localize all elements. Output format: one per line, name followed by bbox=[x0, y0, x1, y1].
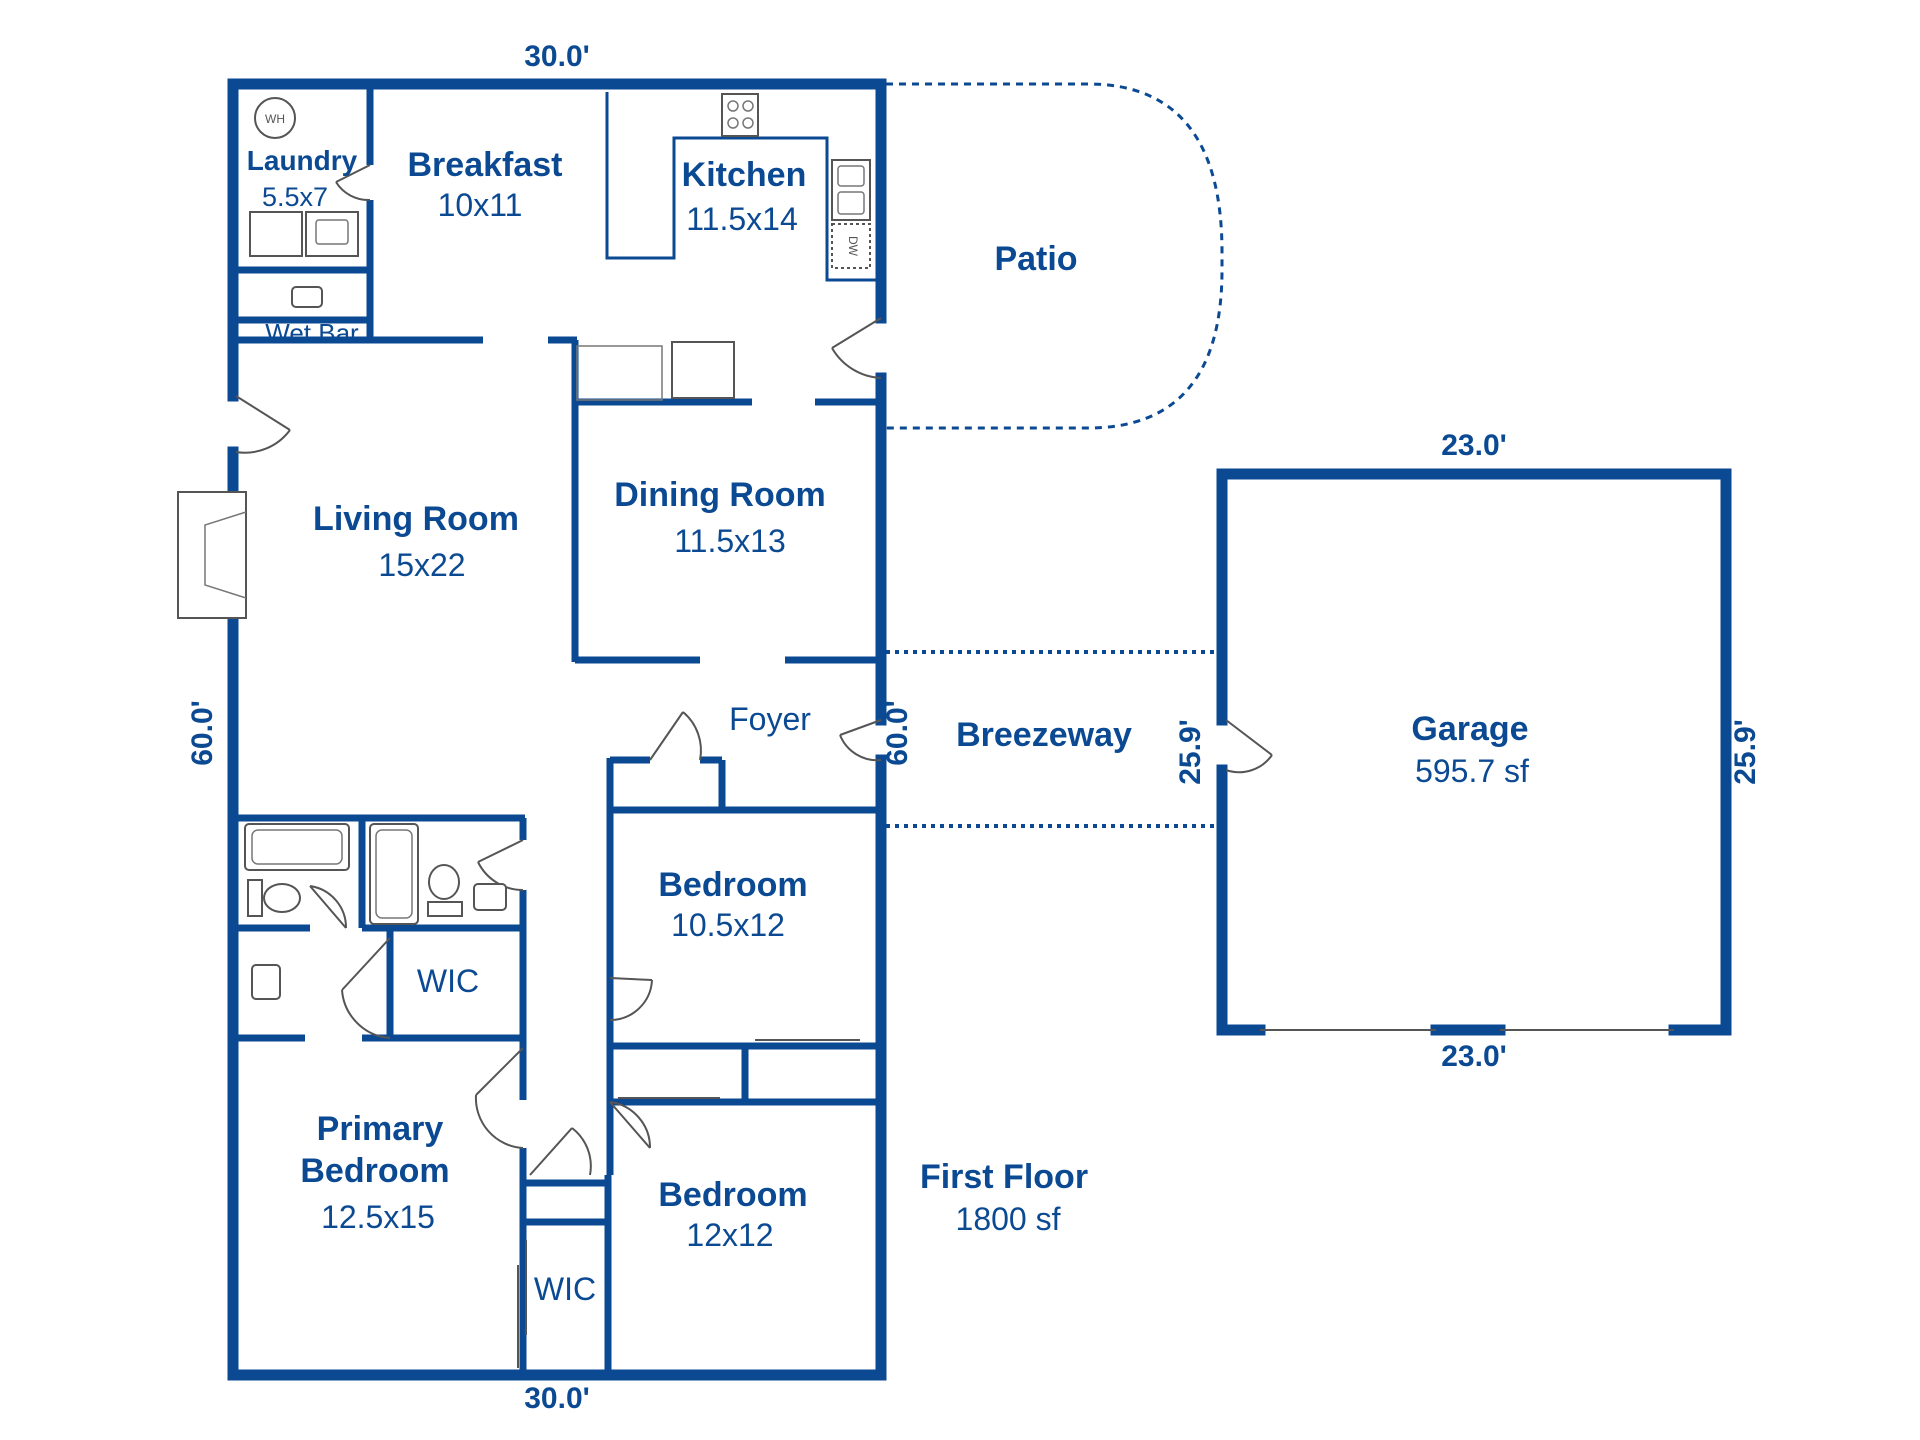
dim-garage-top: 23.0' bbox=[1441, 429, 1507, 462]
dining-room-name: Dining Room bbox=[614, 476, 826, 514]
hall-door-1 bbox=[529, 1127, 592, 1176]
foyer-name: Foyer bbox=[729, 701, 811, 737]
kitchen-island bbox=[605, 92, 881, 282]
stove-icon bbox=[721, 93, 759, 137]
living-room-name: Living Room bbox=[313, 500, 519, 538]
fireplace-firebox bbox=[204, 511, 247, 599]
washer-icon bbox=[249, 211, 303, 257]
kitchen-size: 11.5x14 bbox=[686, 201, 798, 237]
wic2-name: WIC bbox=[534, 1271, 596, 1307]
breezeway-name: Breezeway bbox=[956, 716, 1132, 754]
dryer-drum bbox=[315, 219, 349, 245]
foyer-closet-door bbox=[649, 711, 702, 761]
primary-bedroom-size: 12.5x15 bbox=[321, 1199, 435, 1235]
burner-3 bbox=[727, 117, 739, 129]
laundry-name: Laundry bbox=[247, 145, 358, 176]
laundry-size: 5.5x7 bbox=[262, 182, 328, 212]
bath2-door bbox=[477, 839, 524, 892]
garage-name: Garage bbox=[1411, 710, 1528, 748]
breakfast-name: Breakfast bbox=[408, 146, 563, 184]
sink-basin-2 bbox=[837, 191, 865, 215]
primary-bedroom-name-1: Primary bbox=[317, 1110, 444, 1148]
toilet-2-icon bbox=[428, 864, 460, 900]
breakfast-size: 10x11 bbox=[438, 187, 523, 223]
wic1-name: WIC bbox=[417, 963, 479, 999]
dryer-icon bbox=[305, 211, 359, 257]
bathtub-1-icon bbox=[244, 823, 350, 871]
water-heater-label: WH bbox=[265, 112, 285, 126]
bedroom1-size: 10.5x12 bbox=[671, 907, 785, 943]
kitchen-name: Kitchen bbox=[682, 156, 807, 194]
dim-garage-right: 25.9' bbox=[1729, 719, 1762, 785]
dim-house-top: 30.0' bbox=[524, 40, 590, 73]
wetbar-name: Wet Bar bbox=[265, 318, 359, 348]
dim-garage-bottom: 23.0' bbox=[1441, 1040, 1507, 1073]
kitchen-patio-door bbox=[831, 317, 882, 379]
burner-4 bbox=[742, 117, 754, 129]
bedroom1-door bbox=[609, 977, 653, 1022]
dim-house-right: 60.0' bbox=[881, 700, 914, 766]
living-room-size: 15x22 bbox=[378, 547, 465, 583]
wetbar-sink-icon bbox=[291, 286, 323, 308]
patio-name: Patio bbox=[994, 240, 1077, 278]
burner-2 bbox=[742, 100, 754, 112]
garage-size: 595.7 sf bbox=[1415, 753, 1529, 789]
bathtub-2-icon bbox=[369, 823, 419, 925]
wic1-door bbox=[341, 937, 391, 1039]
bedroom2-door bbox=[609, 1101, 652, 1149]
laundry-door bbox=[335, 164, 371, 202]
dishwasher-icon bbox=[831, 223, 871, 269]
bathtub-1-inner bbox=[251, 829, 343, 865]
floor-name: First Floor bbox=[920, 1158, 1088, 1196]
pantry-cabinet bbox=[576, 345, 663, 401]
sink-basin-1 bbox=[837, 165, 865, 187]
bedroom2-name: Bedroom bbox=[658, 1176, 807, 1214]
dishwasher-label: DW bbox=[846, 236, 860, 257]
bedroom2-size: 12x12 bbox=[686, 1217, 773, 1253]
dining-room-size: 11.5x13 bbox=[674, 523, 786, 559]
dim-garage-left: 25.9' bbox=[1174, 719, 1207, 785]
fireplace bbox=[177, 491, 247, 619]
patio-outline bbox=[886, 82, 1224, 430]
fridge bbox=[671, 341, 735, 399]
living-exterior-door bbox=[235, 395, 291, 454]
bath1-sink-icon bbox=[251, 964, 281, 1000]
primary-bedroom-name-2: Bedroom bbox=[300, 1152, 449, 1190]
primary-door bbox=[474, 1047, 524, 1149]
garage-entry-door bbox=[1225, 719, 1273, 774]
bathtub-2-inner bbox=[375, 829, 413, 919]
bedroom1-name: Bedroom bbox=[658, 866, 807, 904]
bath2-sink-icon bbox=[473, 883, 507, 911]
toilet-1-tank bbox=[247, 879, 263, 917]
floor-area: 1800 sf bbox=[956, 1201, 1061, 1237]
toilet-2-tank bbox=[427, 901, 463, 917]
burner-1 bbox=[727, 100, 739, 112]
bath1-door bbox=[309, 885, 348, 929]
front-door bbox=[839, 719, 882, 762]
dim-house-left: 60.0' bbox=[186, 700, 219, 766]
toilet-1-icon bbox=[263, 883, 301, 913]
water-heater-icon bbox=[254, 97, 296, 139]
dim-house-bottom: 30.0' bbox=[524, 1382, 590, 1415]
